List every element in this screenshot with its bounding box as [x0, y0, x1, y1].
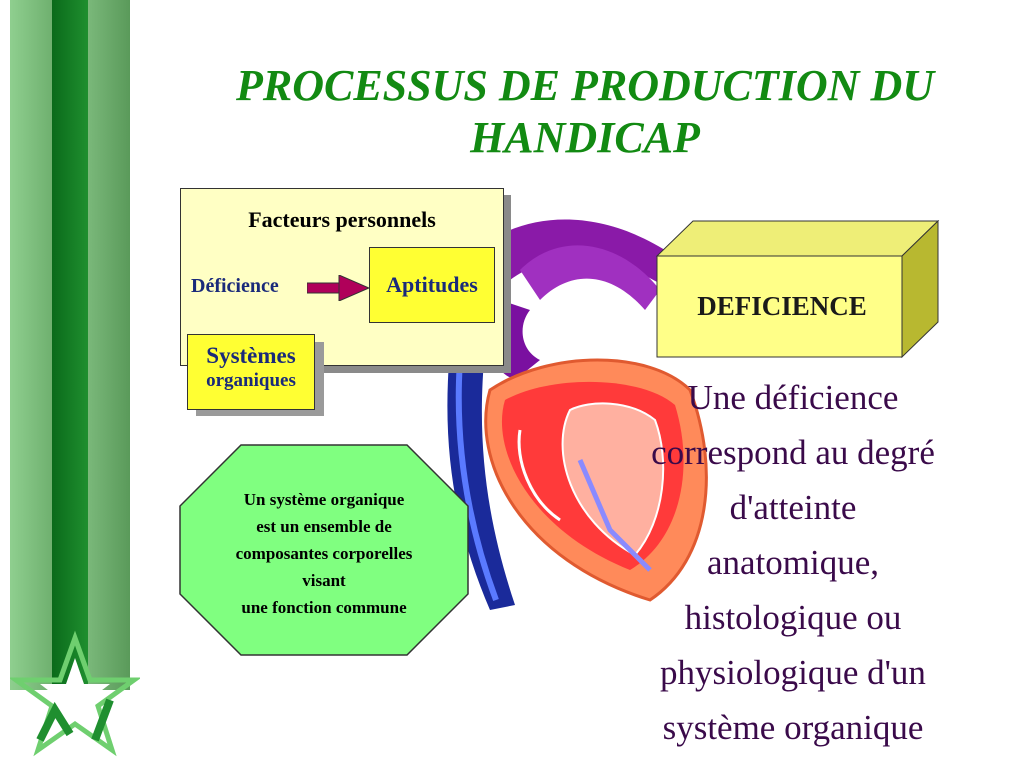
octagon-line-4: visant: [302, 571, 346, 590]
definition-line-3: d'atteinte: [729, 488, 857, 527]
octagon-line-2: est un ensemble de: [256, 517, 392, 536]
octagon-line-5: une fonction commune: [241, 598, 407, 617]
systemes-line-2: organiques: [206, 370, 296, 391]
octagon-text: Un système organique est un ensemble de …: [190, 486, 458, 621]
deficience-cube-label: DEFICIENCE: [697, 291, 867, 321]
octagon-line-1: Un système organique: [243, 490, 405, 509]
definition-line-4: anatomique,: [706, 543, 880, 582]
bar-light-left: [10, 0, 52, 690]
definition-line-1: Une déficience: [687, 378, 899, 417]
definition-line-5: histologique ou: [684, 598, 902, 637]
star-logo-icon: [10, 630, 140, 757]
facteurs-personnels-title: Facteurs personnels: [248, 207, 436, 232]
deficience-label: Déficience: [191, 275, 279, 297]
deficience-cube: [656, 220, 940, 359]
bar-dark-middle: [52, 0, 88, 690]
systemes-line-1: Systèmes: [206, 343, 296, 368]
definition-line-7: système organique: [662, 708, 924, 747]
arrow-right-icon: [307, 275, 369, 301]
definition-line-6: physiologique d'un: [660, 653, 926, 692]
left-decorative-bars: [0, 0, 140, 690]
slide-title: PROCESSUS DE PRODUCTION DU HANDICAP: [150, 60, 1020, 164]
bar-light-right: [88, 0, 130, 690]
systemes-organiques-box: Systèmes organiques: [187, 334, 315, 410]
definition-text: Une déficience correspond au degré d'att…: [592, 370, 994, 755]
aptitudes-box: Aptitudes: [369, 247, 495, 323]
title-line-1: PROCESSUS DE PRODUCTION DU: [235, 61, 934, 110]
definition-octagon: [179, 444, 469, 656]
heart-illustration: [447, 219, 708, 610]
definition-line-2: correspond au degré: [651, 433, 935, 472]
facteurs-personnels-box: Facteurs personnels Déficience Aptitudes: [180, 188, 504, 366]
title-line-2: HANDICAP: [470, 113, 700, 162]
octagon-line-3: composantes corporelles: [235, 544, 413, 563]
